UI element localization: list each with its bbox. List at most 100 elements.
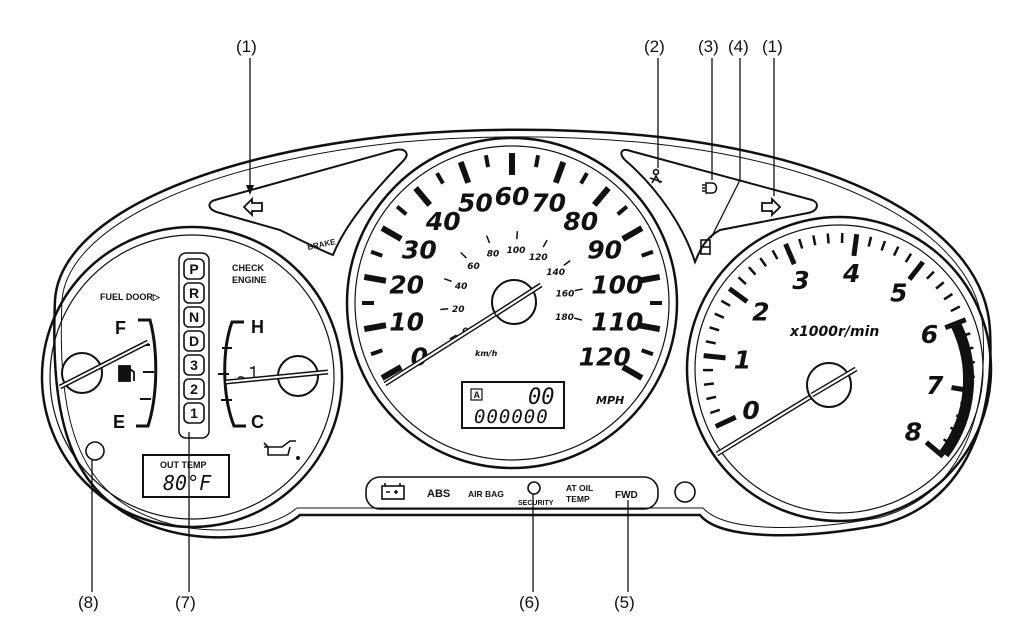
- rpm-tick: [705, 340, 716, 345]
- kmh-tick: [485, 235, 491, 244]
- speed-tick: [370, 249, 384, 258]
- security-indicator-light: [527, 481, 541, 495]
- odometer-value: 000000: [474, 406, 549, 428]
- rpm-label: 3: [792, 266, 809, 295]
- speedometer-ticks: [362, 153, 662, 381]
- kmh-tick: [460, 251, 467, 259]
- warning-light-strip: ABS AIR BAG SECURITY AT OIL TEMP FWD: [365, 476, 659, 510]
- gear-box: [183, 378, 205, 400]
- rpm-label: 4: [842, 259, 860, 288]
- door-icon: [700, 239, 711, 255]
- rpm-label: 2: [752, 298, 769, 327]
- kmh-label: 100: [507, 246, 526, 256]
- gear-label: 1: [190, 405, 198, 421]
- rpm-tick: [812, 235, 817, 246]
- mph-label: 20: [389, 270, 424, 299]
- gear-label: N: [189, 309, 199, 325]
- top-left-indicator-panel: [208, 148, 408, 257]
- kmh-tick: [542, 239, 548, 248]
- gear-box: [183, 258, 205, 280]
- rpm-tick: [907, 260, 925, 281]
- callout-1-right: (1): [762, 37, 783, 56]
- odometer-display: [461, 381, 565, 429]
- trip-indicator: A: [474, 390, 481, 400]
- rpm-tick: [892, 246, 900, 257]
- rpm-tick: [727, 286, 749, 304]
- rpm-tick: [714, 414, 737, 429]
- callouts: (1) (2) (3) (4) (1) (8) (7) (6) (5): [78, 37, 783, 612]
- mph-label: 120: [579, 343, 631, 372]
- mph-label: 90: [587, 236, 622, 265]
- rpm-tick: [826, 233, 830, 244]
- rpm-tick: [706, 395, 717, 401]
- battery-icon: [381, 483, 405, 500]
- gear-box: [183, 330, 205, 352]
- speed-tick: [640, 249, 654, 258]
- callout-4: (4): [728, 37, 749, 56]
- speed-tick: [640, 348, 654, 357]
- rpm-label: 6: [921, 320, 938, 349]
- gear-label: D: [189, 333, 199, 349]
- rpm-tick: [798, 238, 804, 249]
- callout-2: (2): [644, 37, 665, 56]
- rpm-tick: [714, 312, 725, 319]
- at-oil-temp-label-1: AT OIL: [566, 483, 593, 493]
- gear-label: P: [189, 261, 198, 277]
- gear-box: [183, 306, 205, 328]
- mph-unit: MPH: [596, 394, 624, 407]
- callout-1-left: (1): [236, 37, 257, 56]
- callout-8: (8): [78, 593, 99, 612]
- rpm-tick: [904, 253, 913, 263]
- mph-label: 80: [563, 207, 598, 236]
- temp-scale: [223, 320, 246, 428]
- kmh-label: 60: [467, 262, 480, 272]
- speed-tick: [363, 322, 387, 333]
- trip-indicator-box: [470, 388, 483, 401]
- kmh-label: 160: [556, 290, 575, 300]
- rpm-tick: [747, 266, 757, 276]
- rpm-tick: [880, 240, 887, 251]
- gear-box: [183, 354, 205, 376]
- kmh-label: 120: [529, 253, 548, 263]
- outside-temp-display: [142, 454, 230, 498]
- kmh-label: 40: [454, 282, 468, 292]
- oil-can-icon: [263, 440, 300, 460]
- outside-temp-label: OUT TEMP: [160, 460, 207, 470]
- rpm-tick: [943, 292, 954, 301]
- mph-label: 10: [389, 308, 424, 337]
- rpm-tick: [771, 249, 779, 260]
- rpm-label: 8: [905, 417, 922, 446]
- check-engine-line-2: ENGINE: [232, 275, 267, 285]
- outside-temp-value: 80°F: [163, 471, 212, 495]
- warning-strip-frame: [365, 476, 659, 510]
- headlight-icon: [702, 182, 718, 194]
- rpm-tick: [703, 382, 714, 386]
- speedometer-inner-ring: [354, 145, 670, 461]
- rpm-label: 5: [890, 279, 907, 308]
- speedometer-outer-ring: [345, 136, 679, 470]
- mph-label: 40: [425, 207, 461, 236]
- mph-label: 60: [495, 182, 530, 211]
- security-label: SECURITY: [518, 500, 554, 507]
- gear-indicator-frame: [178, 252, 210, 439]
- tachometer-outer-ring: [685, 215, 993, 523]
- speed-tick: [395, 205, 408, 216]
- kmh-unit: km/h: [475, 349, 498, 358]
- gear-label: 2: [190, 381, 198, 397]
- rpm-tick: [783, 242, 797, 266]
- left-gauge-outer-ring: [40, 225, 344, 529]
- speed-tick: [370, 348, 384, 357]
- kmh-label: 180: [555, 313, 574, 323]
- fwd-warning-label: FWD: [615, 490, 638, 501]
- rpm-tick: [935, 281, 945, 290]
- speed-tick: [363, 273, 387, 284]
- rpm-tick: [737, 276, 747, 286]
- speed-tick: [637, 322, 661, 333]
- rpm-label: 1: [734, 345, 751, 374]
